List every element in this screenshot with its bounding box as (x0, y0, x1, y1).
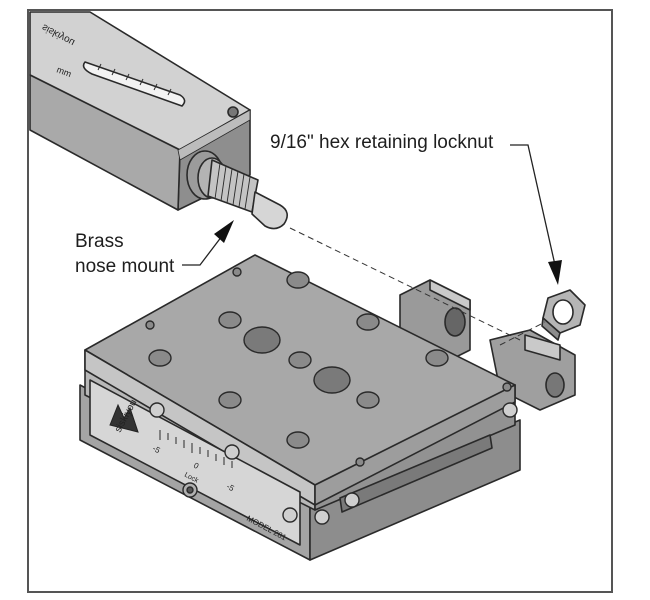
hole (356, 313, 380, 331)
alignment-lines (289, 227, 546, 346)
tapped-holes (145, 267, 512, 467)
brass-arrow (214, 220, 234, 243)
large-hole (313, 366, 351, 394)
micrometer-unit: mm (55, 64, 73, 79)
micrometer (29, 11, 288, 230)
hole (425, 349, 449, 367)
front-screws (149, 402, 518, 525)
translation-stage (79, 254, 576, 561)
hole (288, 351, 312, 369)
hole (286, 431, 310, 449)
locknut-leader (510, 144, 556, 266)
hole (356, 391, 380, 409)
leader-arrows (214, 220, 562, 285)
leader-lines (182, 144, 556, 266)
hole (218, 311, 242, 329)
stage-scale-minus-right: -5 (225, 482, 236, 494)
locknut-callout: 9/16" hex retaining locknut (270, 132, 494, 153)
brass-leader (182, 235, 223, 266)
hole (218, 391, 242, 409)
hole (148, 349, 172, 367)
stage-scale-minus-left: -5 (151, 444, 162, 456)
brass-callout-line1: Brass (75, 231, 124, 252)
stage-scale-zero: 0 (192, 461, 201, 471)
locknut-arrow (548, 260, 562, 285)
brass-callout-line2: nose mount (75, 256, 175, 277)
large-hole (243, 326, 281, 354)
siskiyou-logo (109, 403, 139, 433)
hex-locknut (541, 289, 586, 341)
front-scale (159, 430, 233, 468)
hole (286, 271, 310, 289)
